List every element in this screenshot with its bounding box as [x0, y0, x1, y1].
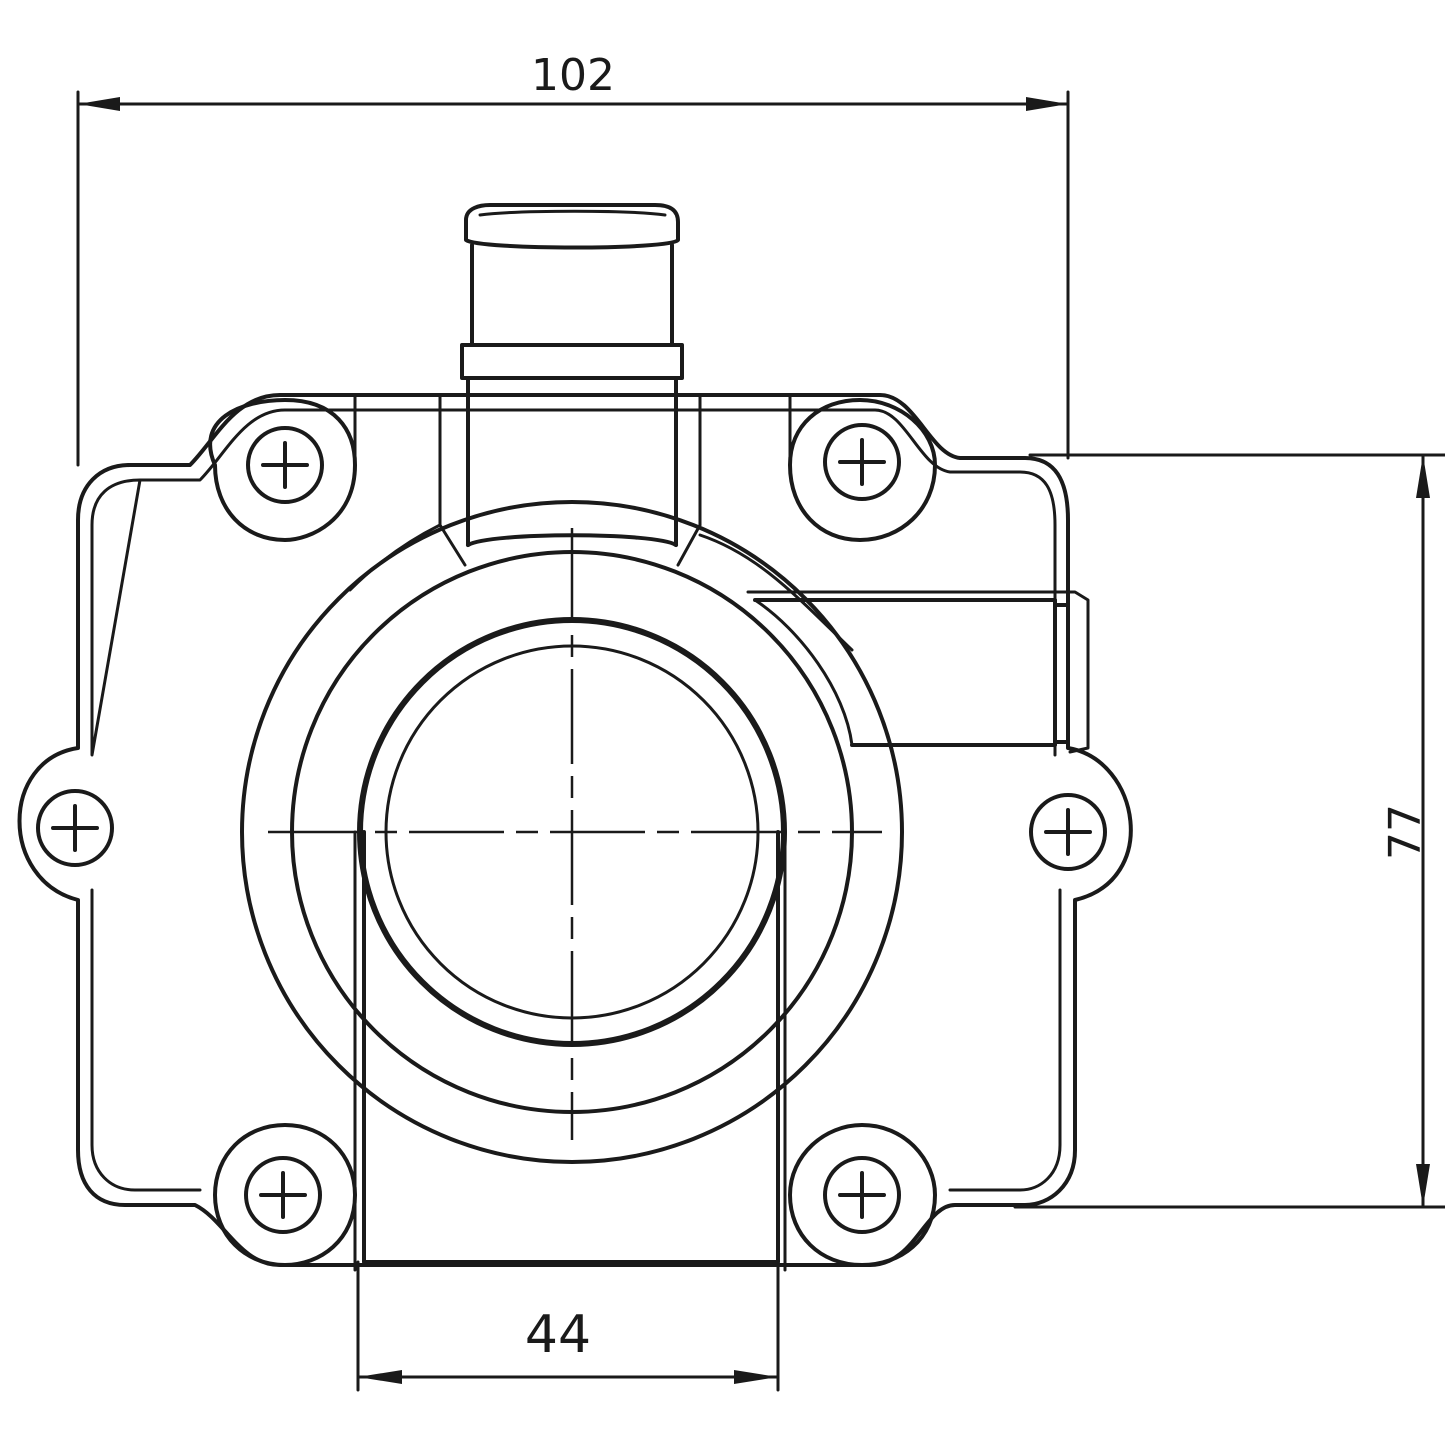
dim-arrow-top	[1416, 455, 1430, 498]
hose-nipple	[353, 203, 792, 567]
dimension-label-77: 77	[1380, 804, 1431, 860]
mounting-boss-left	[36, 789, 114, 867]
dim-arrow-left	[78, 97, 120, 111]
dimension-44: 44	[356, 1260, 780, 1392]
body-outer-ring	[240, 500, 904, 1164]
dim-arrow-right	[1026, 97, 1068, 111]
dimension-77: 77	[1013, 453, 1445, 1209]
mounting-boss-bottom-right	[788, 1123, 937, 1267]
mounting-boss-top-right	[788, 398, 937, 542]
dim-arrow-bottom	[1416, 1164, 1430, 1207]
mounting-boss-right	[1029, 793, 1107, 871]
dim-arrow-right-44	[734, 1370, 778, 1384]
outlet-rectangle	[362, 830, 780, 1264]
body-shoulder	[698, 533, 854, 652]
dim-arrow-left-44	[358, 1370, 402, 1384]
mounting-boss-bottom-left	[213, 1123, 357, 1267]
dimension-label-102: 102	[531, 50, 615, 101]
flange-inner-outline	[90, 408, 1062, 1192]
flange-outline	[17, 393, 1133, 1267]
dimension-label-44: 44	[525, 1305, 591, 1365]
mounting-boss-top-left	[208, 398, 357, 542]
body-shoulder-left	[348, 523, 442, 592]
dimension-102: 102	[76, 50, 1070, 467]
side-port	[746, 590, 1090, 754]
